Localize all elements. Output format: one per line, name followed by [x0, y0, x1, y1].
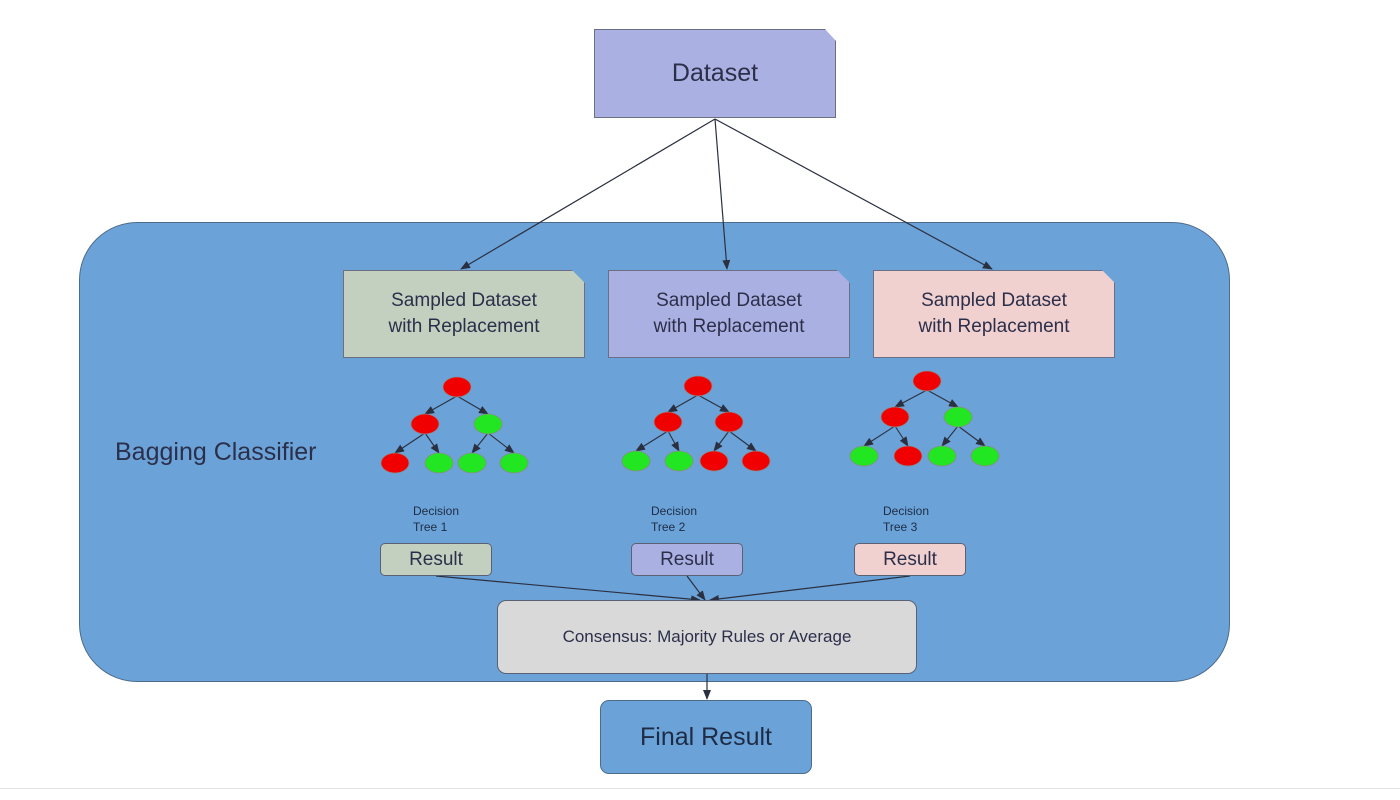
tree-2-leaf-node-4: [741, 450, 771, 472]
tree-1-internal-node-1: [410, 413, 440, 435]
final-result-node: Final Result: [600, 700, 812, 774]
tree-2-edge-root-1: [667, 394, 699, 413]
tree-3-leaf-node-2: [893, 445, 923, 467]
tree-2-edge-leaf-3: [713, 430, 730, 452]
decision-tree-3-label: Decision Tree 3: [883, 504, 930, 534]
tree-2-edge-root-2: [697, 394, 730, 413]
tree-3-internal-node-2: [943, 406, 973, 428]
tree-1-root-node: [442, 376, 472, 398]
tree-1-leaf-node-3: [457, 452, 487, 474]
tree-2-leaf-node-1: [621, 450, 651, 472]
tree-3-leaf-node-3: [927, 445, 957, 467]
tree-3-leaf-node-1: [849, 445, 879, 467]
edge-dataset-to-sample-3: [714, 118, 993, 270]
edge-dataset-to-sample-1: [460, 118, 716, 270]
edge-result-1-to-consensus: [435, 575, 701, 604]
tree-1-edge-leaf-2: [424, 432, 440, 454]
tree-2-internal-node-1: [653, 411, 683, 433]
edge-dataset-to-sample-2: [714, 118, 731, 270]
edge-result-3-to-consensus: [709, 575, 911, 603]
result-1: Result: [380, 543, 492, 576]
tree-2-leaf-node-2: [664, 450, 694, 472]
tree-3-edge-root-1: [894, 389, 928, 408]
page-bottom-rule: [0, 788, 1400, 789]
tree-1-edge-leaf-4: [487, 432, 515, 454]
tree-1-edge-root-1: [424, 395, 458, 415]
dataset-node: Dataset: [594, 29, 836, 118]
sampled-dataset-2: Sampled Dataset with Replacement: [608, 270, 850, 358]
edge-result-2-to-consensus: [686, 575, 706, 601]
consensus-node: Consensus: Majority Rules or Average: [497, 600, 917, 674]
tree-3-leaf-node-4: [970, 445, 1000, 467]
tree-1-internal-node-2: [473, 413, 503, 435]
decision-tree-2-label: Decision Tree 2: [651, 504, 698, 534]
tree-3-edge-leaf-4: [957, 425, 986, 447]
bagging-classifier-label: Bagging Classifier: [115, 438, 317, 466]
tree-2-internal-node-2: [714, 411, 744, 433]
sampled-dataset-1: Sampled Dataset with Replacement: [343, 270, 585, 358]
tree-3-internal-node-1: [880, 406, 910, 428]
tree-2-edge-leaf-4: [728, 430, 757, 452]
tree-2-edge-leaf-2: [667, 430, 680, 452]
tree-3-edge-leaf-1: [863, 425, 896, 447]
tree-1-edge-leaf-3: [471, 432, 489, 454]
tree-2-leaf-node-3: [699, 450, 729, 472]
tree-1-leaf-node-1: [380, 452, 410, 474]
tree-1-leaf-node-4: [499, 452, 529, 474]
tree-2-edge-leaf-1: [635, 430, 669, 452]
tree-1-leaf-node-2: [424, 452, 454, 474]
tree-3-edge-root-2: [926, 389, 959, 408]
result-2: Result: [631, 543, 743, 576]
result-3: Result: [854, 543, 966, 576]
tree-1-edge-leaf-1: [394, 432, 426, 454]
tree-3-edge-leaf-3: [941, 425, 959, 447]
tree-3-root-node: [912, 370, 942, 392]
tree-2-root-node: [683, 375, 713, 397]
tree-3-edge-leaf-2: [894, 425, 909, 447]
decision-tree-1-label: Decision Tree 1: [413, 504, 460, 534]
sampled-dataset-3: Sampled Dataset with Replacement: [873, 270, 1115, 358]
tree-1-edge-root-2: [456, 395, 489, 415]
